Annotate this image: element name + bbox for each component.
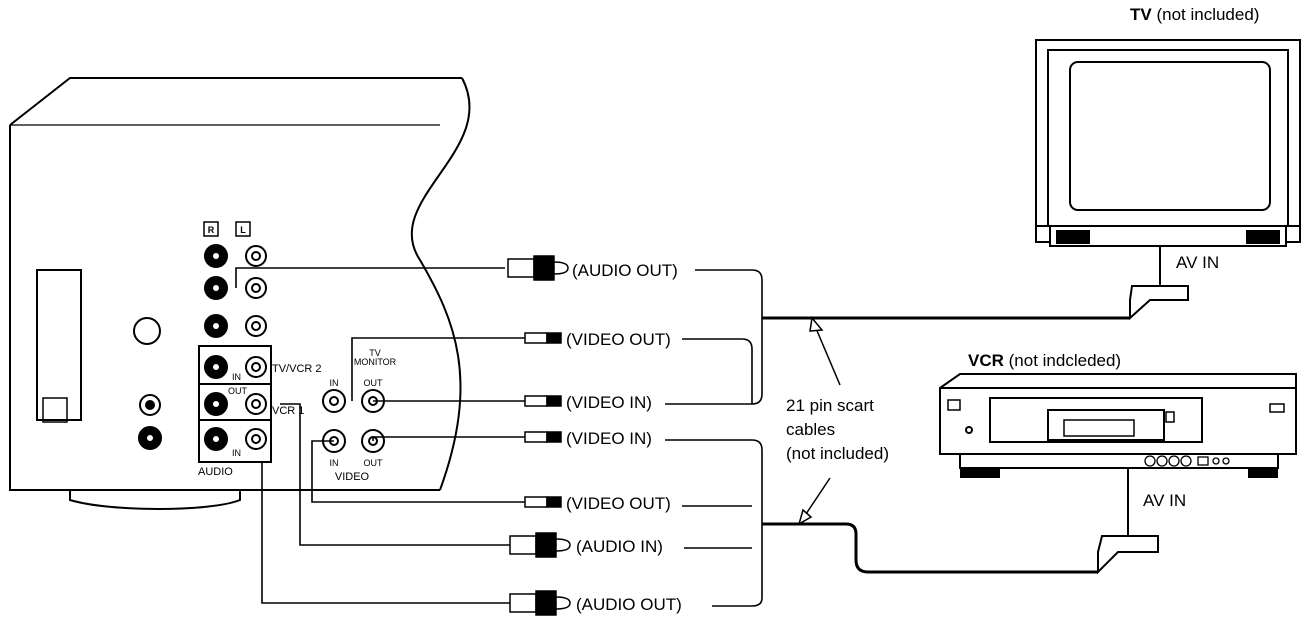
scart-pointer-arrows (797, 316, 841, 526)
in-label-b: IN (232, 448, 241, 458)
vcr-scart-plug (1097, 535, 1159, 575)
mono-plug-video-in-2 (524, 431, 562, 443)
scart-bundles (665, 269, 763, 607)
rear-label-plate (36, 269, 82, 421)
video-in-label: IN (330, 458, 339, 468)
video-in-label-2: (VIDEO IN) (566, 429, 652, 448)
jack-row-vcr1-in (204, 427, 267, 451)
tv-scart-plug (1129, 285, 1189, 321)
scart-cable-vcr (762, 522, 1098, 574)
tv-set (1035, 39, 1301, 321)
audio-label: AUDIO (198, 466, 233, 478)
vcr-unit (939, 373, 1297, 575)
stereo-plug-audio-out-2 (509, 590, 571, 616)
mono-plug-video-in-1 (524, 395, 562, 407)
scart-note-line2: cables (786, 420, 835, 439)
cable-lines (235, 267, 525, 604)
video-out-label-1: (VIDEO OUT) (566, 330, 671, 349)
monitor-out-label: OUT (364, 378, 384, 388)
scart-note: 21 pin scart cables (not included) (786, 396, 889, 463)
video-in-label-1: (VIDEO IN) (566, 393, 652, 412)
jack-row-vcr1-out (204, 392, 267, 416)
connector-block (42, 397, 68, 423)
left-channel-label: L (240, 225, 246, 235)
tv-vcr-jack-box (198, 345, 272, 463)
scart-note-line1: 21 pin scart (786, 396, 874, 415)
vcr-title: VCR (not indcleded) (968, 351, 1121, 370)
out-label-a: OUT (228, 386, 248, 396)
panel-labels: TV/VCR 2 IN OUT VCR 1 IN AUDIO TV MONITO… (198, 348, 397, 483)
receiver-unit (9, 77, 471, 510)
audio-out-label-1: (AUDIO OUT) (572, 261, 678, 280)
monitor-in-label: IN (330, 378, 339, 388)
cable-plugs (507, 255, 571, 616)
scart-note-line3: (not included) (786, 444, 889, 463)
video-out-label-2: (VIDEO OUT) (566, 494, 671, 513)
audio-out-label-2: (AUDIO OUT) (576, 595, 682, 614)
right-channel-marker (203, 221, 219, 237)
jack-row-1 (204, 244, 267, 268)
mono-plug-video-out-1 (524, 332, 562, 344)
vcr-av-in-label: AV IN (1143, 491, 1186, 510)
stereo-plug-audio-out-1 (507, 255, 569, 281)
round-knob (133, 317, 161, 345)
video-out-label: OUT (364, 458, 384, 468)
tv-vcr2-label: TV/VCR 2 (272, 363, 322, 375)
receiver-left-features (36, 269, 162, 450)
video-jacks (322, 389, 385, 453)
channel-markers: R L (203, 221, 251, 237)
jack-row-2 (204, 276, 267, 300)
right-channel-label: R (208, 225, 215, 235)
in-label-a: IN (232, 372, 241, 382)
vcr1-label: VCR 1 (272, 405, 304, 417)
jack-row-3 (204, 314, 267, 338)
video-section-label: VIDEO (335, 471, 370, 483)
left-channel-marker (235, 221, 251, 237)
tv-stand (1049, 225, 1287, 247)
tv-title: TV (not included) (1130, 5, 1259, 24)
mono-plug-video-out-2 (524, 496, 562, 508)
tv-av-in-label: AV IN (1176, 253, 1219, 272)
stereo-plug-audio-in (509, 532, 571, 558)
tv-monitor-label-1: TV (369, 348, 381, 358)
scart-cables (762, 316, 1130, 574)
audio-jack-array (198, 244, 272, 463)
tv-monitor-label-2: MONITOR (354, 357, 397, 367)
audio-in-label: (AUDIO IN) (576, 537, 663, 556)
tv-screen (1069, 61, 1271, 211)
rca-jack-left-1 (139, 394, 161, 416)
vcr-control-buttons (1144, 455, 1230, 467)
jack-row-tvvcr2 (204, 355, 267, 379)
cable-label-group: (AUDIO OUT) (VIDEO OUT) (VIDEO IN) (VIDE… (566, 261, 682, 614)
